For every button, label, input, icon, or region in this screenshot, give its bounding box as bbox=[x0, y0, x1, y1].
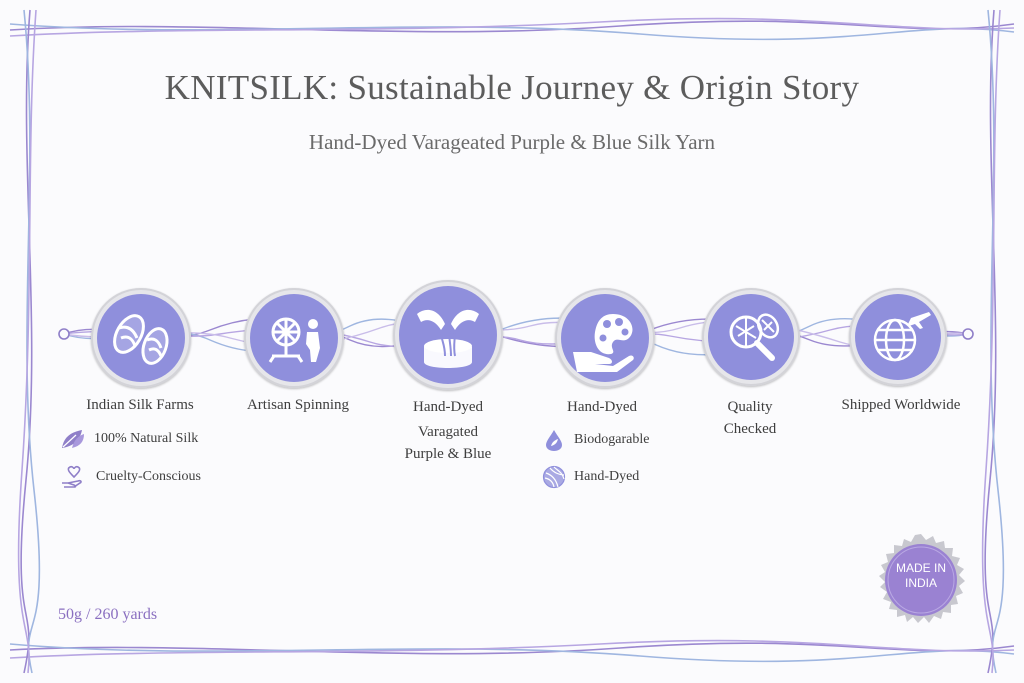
heart-hand-icon bbox=[62, 465, 82, 488]
badge-line1: MADE IN bbox=[895, 561, 946, 575]
badge-line2: INDIA bbox=[904, 576, 937, 590]
feature-hand-dyed: Hand-Dyed bbox=[542, 465, 639, 489]
page-subtitle: Hand-Dyed Varageated Purple & Blue Silk … bbox=[308, 130, 716, 154]
step-label-shipped-worldwide: Shipped Worldwide bbox=[841, 397, 961, 413]
badge-label: MADE IN INDIA bbox=[874, 561, 968, 591]
feature-natural-silk: 100% Natural Silk bbox=[60, 428, 198, 450]
step-label-line2: Checked bbox=[723, 421, 777, 437]
step-label-hand-dyed-2: Hand-Dyed bbox=[567, 399, 637, 415]
step-label-hand-dyed-1: Hand-Dyed Varagated Purple & Blue bbox=[368, 396, 528, 465]
feature-cruelty-conscious: Cruelty-Conscious bbox=[60, 465, 201, 489]
step-label-line1: Hand-Dyed bbox=[413, 399, 483, 415]
leaf-icon bbox=[62, 430, 84, 448]
made-in-india-badge bbox=[879, 534, 965, 623]
step-label-line2: Varagated bbox=[418, 424, 478, 440]
palette-hand-icon bbox=[573, 314, 634, 372]
hands-dyeing-icon bbox=[417, 309, 479, 368]
step-label-artisan-spinning: Artisan Spinning bbox=[246, 397, 350, 413]
feature-biodegradable: Biodogarable bbox=[542, 428, 649, 452]
weight-label: 50g / 260 yards bbox=[58, 606, 158, 623]
step-shipped-worldwide bbox=[849, 288, 947, 386]
step-label-silk-farms: Indian Silk Farms bbox=[86, 397, 194, 413]
spinning-wheel-icon bbox=[268, 317, 320, 363]
step-label-line1: Quality bbox=[727, 399, 773, 415]
magnifier-yarn-icon bbox=[729, 313, 780, 361]
page-title: KNITSILK: Sustainable Journey & Origin S… bbox=[164, 68, 860, 107]
step-label-quality-checked: Quality Checked bbox=[670, 396, 830, 440]
step-quality-checked bbox=[702, 288, 800, 386]
silk-cocoons-icon bbox=[113, 314, 169, 365]
step-hand-dyed-palette bbox=[555, 288, 655, 388]
drop-leaf-icon bbox=[546, 430, 562, 451]
step-silk-farms bbox=[91, 288, 191, 388]
feature-label: 100% Natural Silk bbox=[94, 431, 199, 446]
step-hand-dyed-varagated bbox=[393, 280, 503, 390]
feature-label: Biodogarable bbox=[574, 432, 650, 447]
step-label-line3: Purple & Blue bbox=[404, 446, 492, 462]
step-artisan-spinning bbox=[244, 288, 344, 388]
feature-label: Cruelty-Conscious bbox=[96, 469, 201, 484]
yarn-ball-icon bbox=[542, 465, 566, 489]
feature-label: Hand-Dyed bbox=[574, 469, 640, 484]
globe-plane-icon bbox=[873, 312, 931, 362]
